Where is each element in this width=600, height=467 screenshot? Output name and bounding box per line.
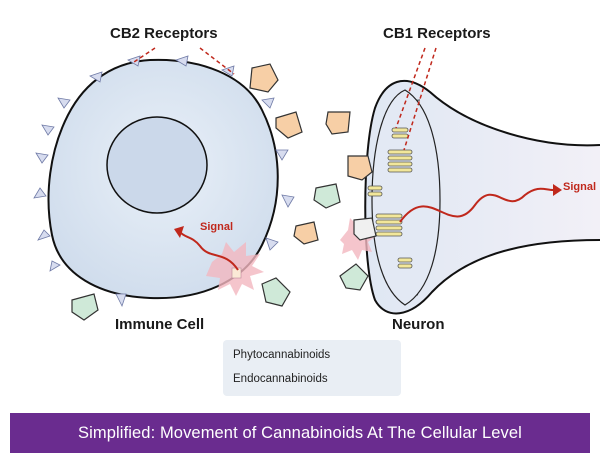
cb2-receptor bbox=[33, 187, 47, 199]
phytocannabinoid bbox=[261, 277, 291, 307]
cb2-receptor bbox=[221, 65, 235, 77]
cb1-receptor bbox=[375, 213, 403, 219]
cb1-receptor bbox=[375, 219, 403, 225]
endocannabinoid bbox=[325, 111, 351, 135]
phytocannabinoid-bound bbox=[353, 217, 377, 241]
cb2-receptor bbox=[127, 55, 141, 67]
cb2-receptor bbox=[41, 124, 55, 136]
endocannabinoid bbox=[347, 155, 373, 181]
immune-signal-arrow bbox=[174, 226, 239, 271]
cb2-receptor bbox=[57, 97, 71, 109]
cb2-receptors bbox=[33, 55, 295, 308]
cb2-receptor bbox=[275, 149, 289, 161]
phytocannabinoid bbox=[313, 183, 341, 209]
cb1-receptor bbox=[387, 149, 413, 155]
synaptic-terminal bbox=[371, 89, 441, 306]
neuron-signal-arrow bbox=[399, 184, 562, 223]
cb1-receptor bbox=[375, 231, 403, 237]
legend: Phytocannabinoids Endocannabinoids bbox=[223, 340, 401, 396]
cb1-receptor bbox=[367, 191, 383, 197]
endocannabinoid bbox=[293, 221, 319, 245]
phytocannabinoid bbox=[339, 263, 369, 291]
neuron-signal-label: Signal bbox=[563, 181, 597, 193]
immune-cell bbox=[47, 58, 279, 300]
immune-cell-nucleus bbox=[106, 116, 208, 214]
cb2-receptor bbox=[49, 260, 61, 272]
cb1-leader-lines bbox=[395, 47, 437, 151]
cb1-receptor bbox=[367, 185, 383, 191]
legend-endo-label: Endocannabinoids bbox=[233, 373, 328, 385]
cb2-receptor bbox=[115, 293, 127, 308]
endocannabinoid bbox=[275, 111, 303, 139]
cb1-receptor bbox=[397, 263, 413, 269]
cb2-receptor bbox=[265, 237, 279, 251]
neuron-activation-burst bbox=[340, 218, 376, 260]
phytocannabinoids bbox=[71, 183, 377, 321]
endocannabinoids bbox=[249, 63, 373, 245]
cb1-receptors-label: CB1 Receptors bbox=[383, 25, 491, 42]
cb1-receptors bbox=[367, 127, 413, 269]
cb1-receptor bbox=[391, 127, 409, 133]
cb2-receptors-label: CB2 Receptors bbox=[110, 25, 218, 42]
cb2-receptor bbox=[281, 194, 295, 208]
cb1-receptor bbox=[397, 257, 413, 263]
cb1-receptor bbox=[387, 167, 413, 173]
title-banner: Simplified: Movement of Cannabinoids At … bbox=[10, 413, 590, 453]
phytocannabinoid bbox=[71, 293, 99, 321]
cb2-leader-lines bbox=[133, 47, 235, 75]
cb2-receptor bbox=[175, 55, 189, 67]
cb1-receptor bbox=[387, 161, 413, 167]
neuron-membrane-top bbox=[364, 79, 600, 315]
legend-phyto-label: Phytocannabinoids bbox=[233, 349, 331, 361]
cb1-receptor bbox=[387, 155, 413, 161]
neuron-label: Neuron bbox=[392, 316, 445, 333]
immune-cell-label: Immune Cell bbox=[115, 316, 205, 333]
cb2-receptor bbox=[35, 152, 49, 164]
cb1-receptor bbox=[375, 225, 403, 231]
cb2-receptor bbox=[37, 229, 51, 241]
banner-title: Simplified: Movement of Cannabinoids At … bbox=[78, 423, 522, 442]
immune-signal-label: Signal bbox=[200, 221, 234, 233]
endocannabinoid bbox=[249, 63, 279, 93]
cb2-receptor bbox=[261, 97, 275, 109]
cb1-receptor bbox=[391, 133, 409, 139]
cb2-receptor bbox=[89, 71, 103, 83]
